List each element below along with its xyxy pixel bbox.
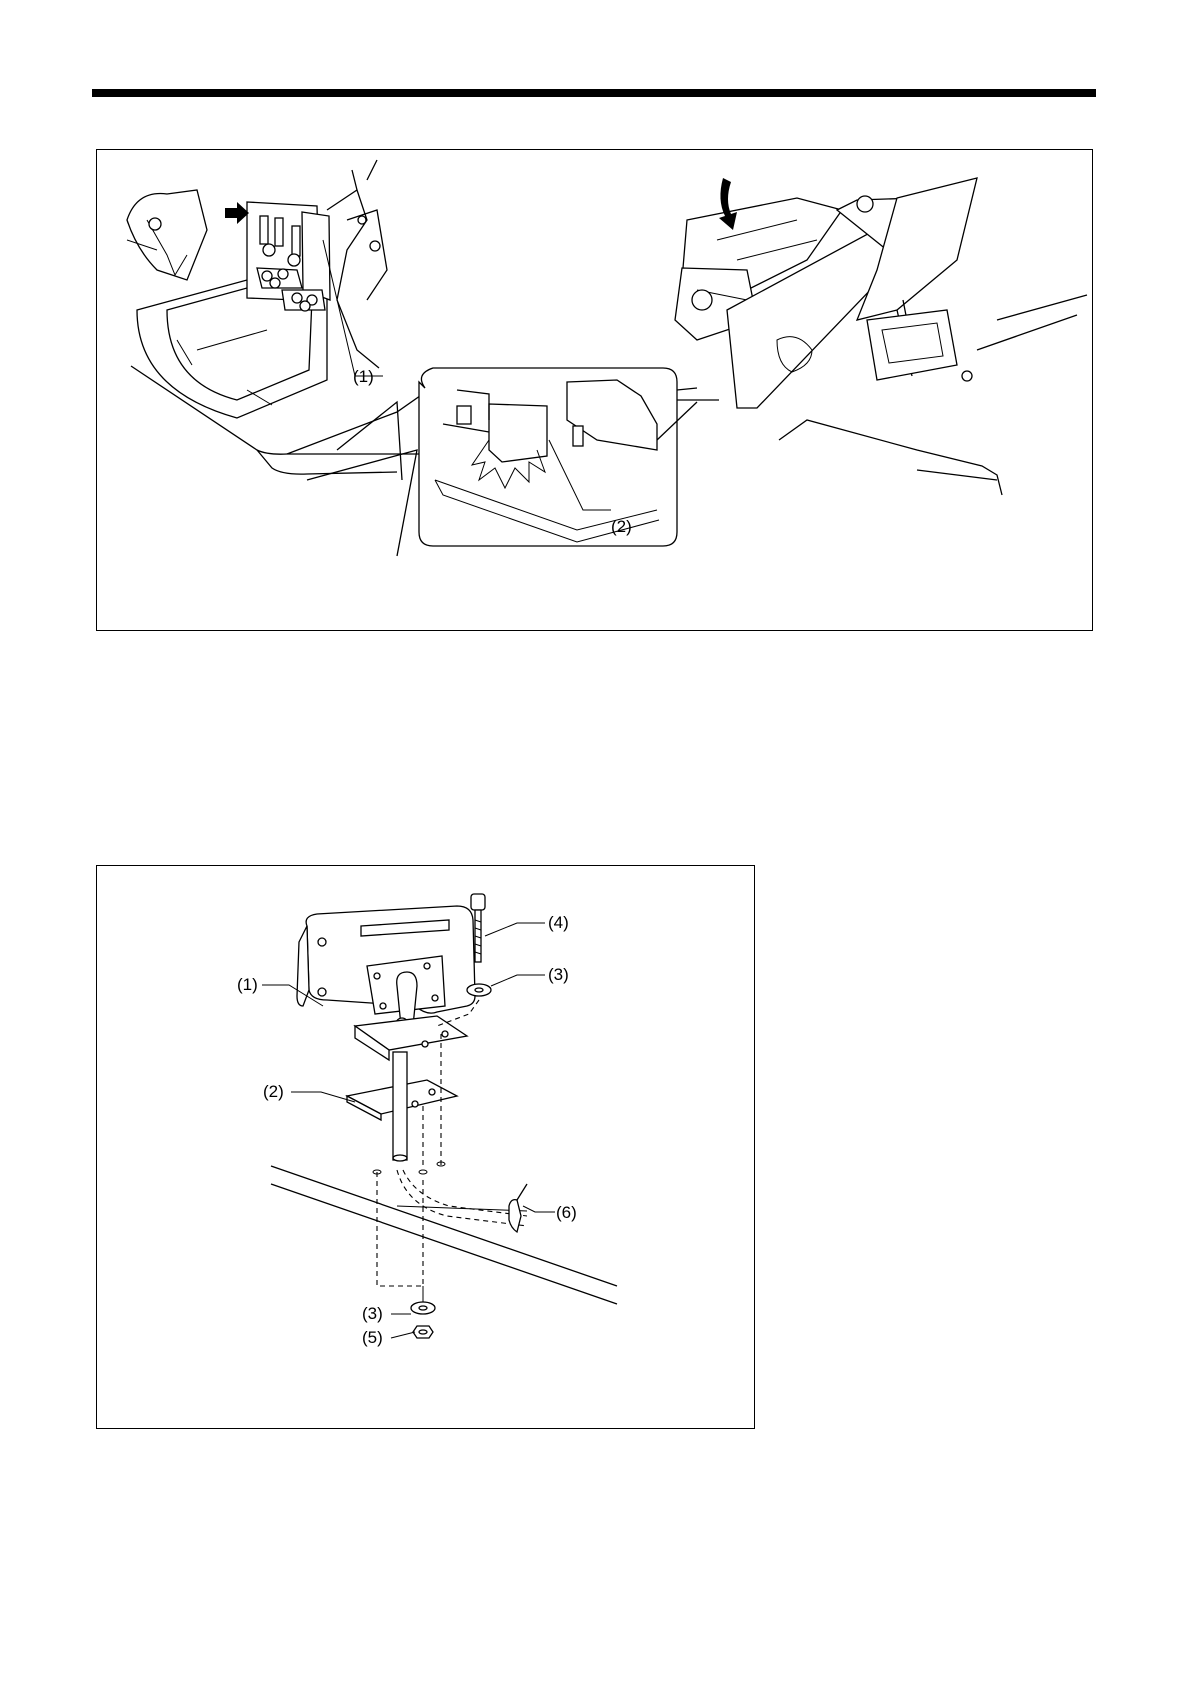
table-top bbox=[271, 1166, 617, 1304]
callout-2: (2) bbox=[611, 518, 632, 535]
figure-2-illustration bbox=[97, 866, 756, 1430]
callout-4: (4) bbox=[548, 914, 569, 931]
inset-detail bbox=[419, 368, 719, 546]
washer-and-nut bbox=[411, 1286, 435, 1338]
callout-2: (2) bbox=[263, 1083, 284, 1100]
right-illustration bbox=[675, 178, 1087, 495]
figure-1-illustration bbox=[97, 150, 1094, 632]
callout-3-lower: (3) bbox=[362, 1305, 383, 1322]
figure-2: (1) (2) (4) (3) (6) (3) (5) bbox=[96, 865, 755, 1429]
operation-panel bbox=[297, 906, 475, 1161]
left-illustration bbox=[127, 160, 457, 556]
callout-1: (1) bbox=[353, 368, 374, 385]
callout-1: (1) bbox=[237, 976, 258, 993]
figure-1: (1) (2) bbox=[96, 149, 1093, 631]
cord-clip bbox=[509, 1184, 527, 1232]
callout-5: (5) bbox=[362, 1329, 383, 1346]
callout-6: (6) bbox=[556, 1204, 577, 1221]
header-rule bbox=[92, 89, 1096, 97]
callout-3-upper: (3) bbox=[548, 966, 569, 983]
